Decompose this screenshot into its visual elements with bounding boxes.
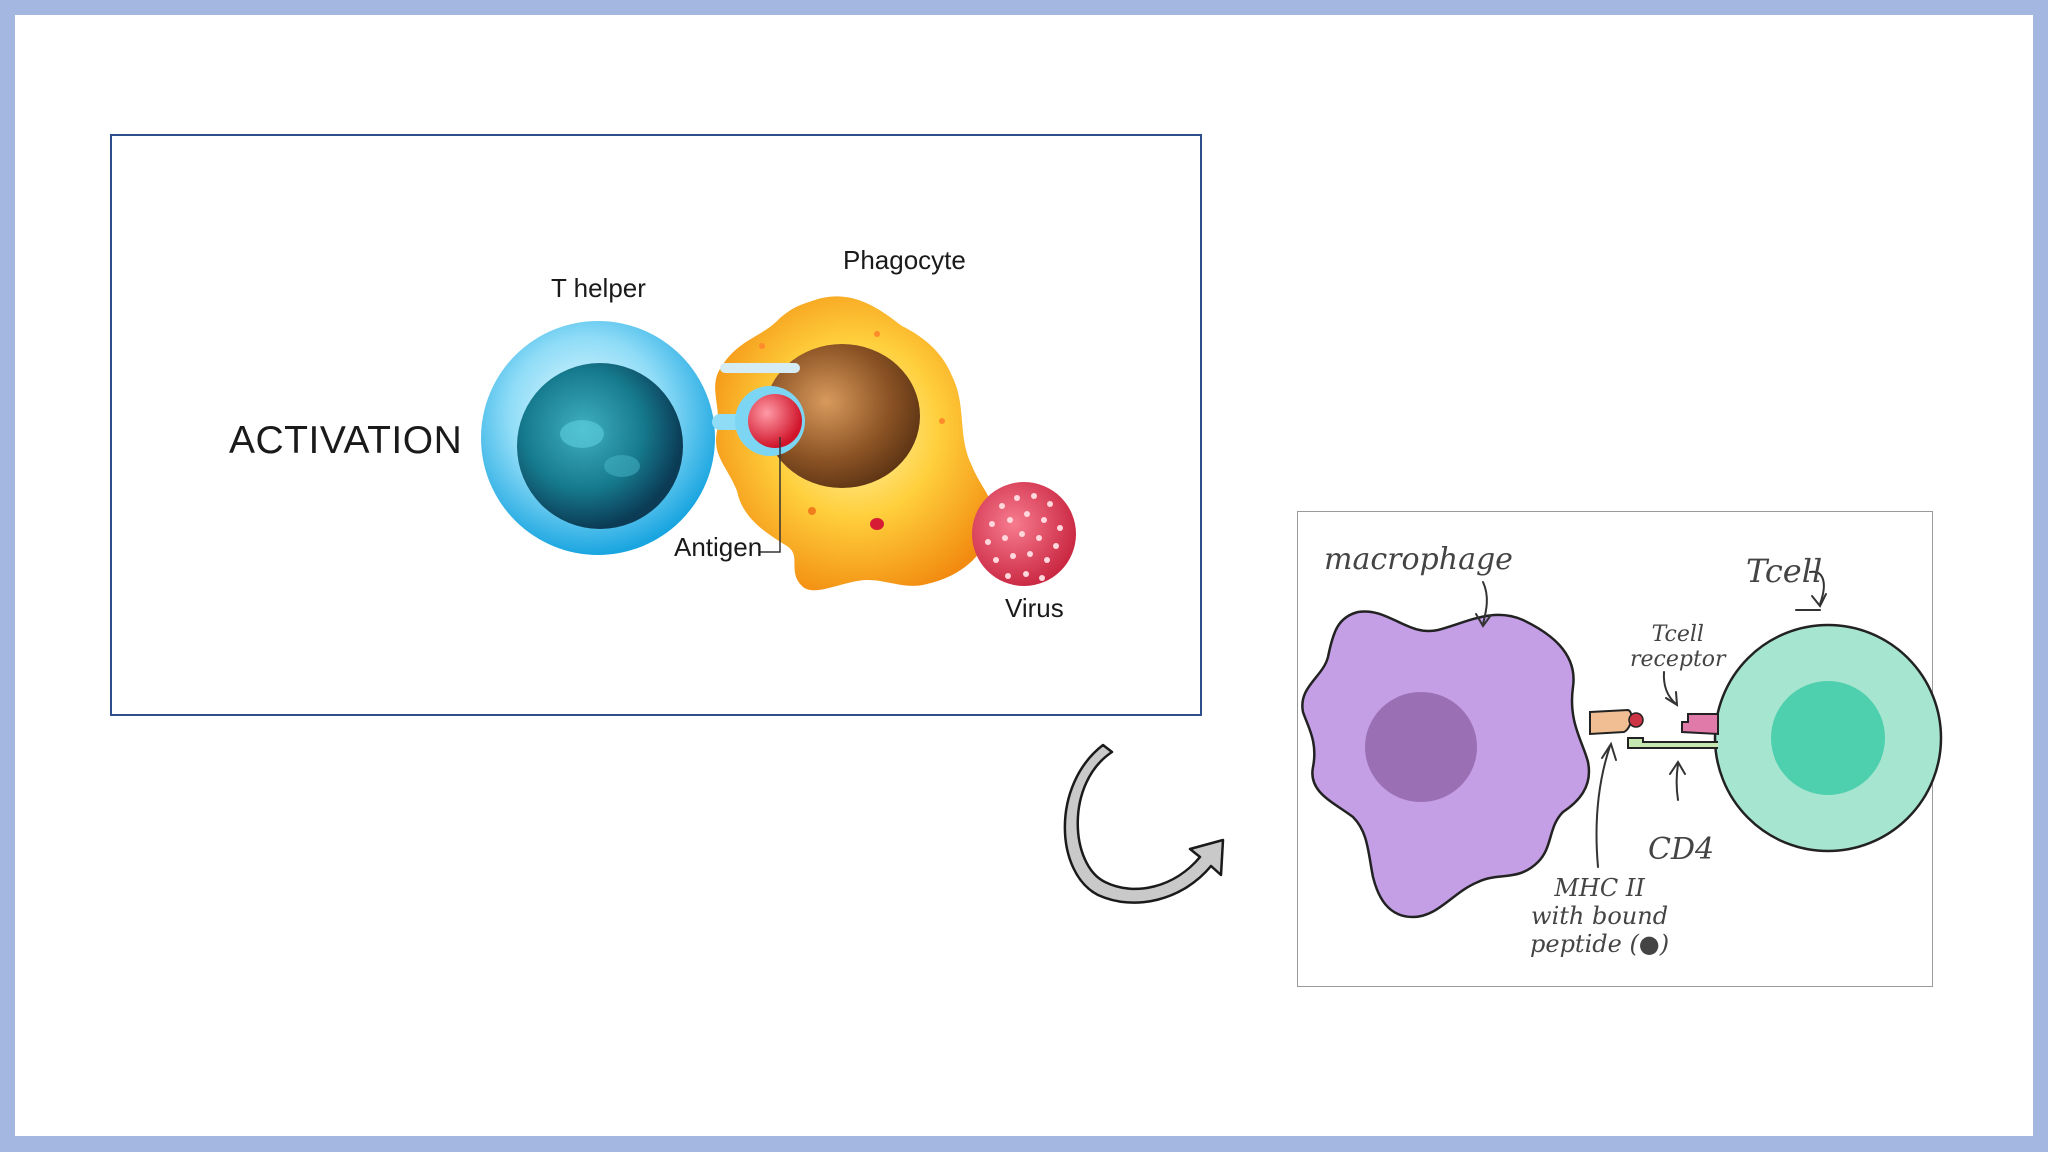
bound-peptide bbox=[1629, 713, 1643, 727]
mhc-ii-molecule bbox=[1590, 710, 1631, 734]
t-cell-receptor-label-line2: receptor bbox=[1630, 647, 1726, 672]
slide: ACTIVATION T helper Phagocyte Antigen Vi… bbox=[15, 15, 2033, 1136]
mhc-ii-label-line2: with bound bbox=[1530, 902, 1669, 930]
t-cell-receptor-label: Tcell receptor bbox=[1630, 622, 1726, 672]
mhc-ii-label-line3: peptide (●) bbox=[1530, 930, 1669, 958]
t-cell-nucleus bbox=[1771, 681, 1885, 795]
cd4-molecule bbox=[1628, 738, 1718, 748]
mhc-interaction-panel: macrophage Tcell Tcell receptor CD4 MHC … bbox=[1297, 511, 1933, 987]
t-cell-receptor bbox=[1682, 714, 1718, 734]
cd4-label: CD4 bbox=[1648, 832, 1714, 867]
macrophage-label: macrophage bbox=[1324, 542, 1513, 577]
t-cell-label: Tcell bbox=[1746, 552, 1822, 590]
mhc-ii-label: MHC II with bound peptide (●) bbox=[1530, 874, 1669, 958]
t-cell-receptor-label-line1: Tcell bbox=[1630, 622, 1726, 647]
mhc-ii-label-line1: MHC II bbox=[1530, 874, 1669, 902]
macrophage-nucleus bbox=[1365, 692, 1477, 802]
